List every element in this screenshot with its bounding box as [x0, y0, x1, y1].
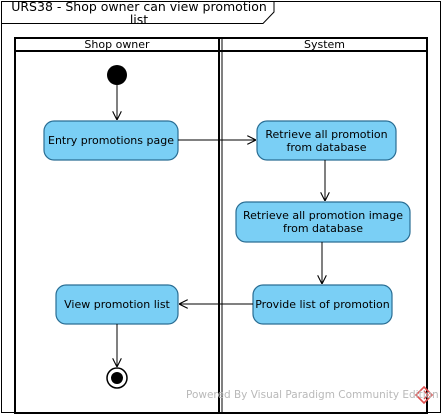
action-label-entry: Entry promotions page	[48, 134, 174, 147]
watermark-text: Powered By Visual Paradigm Community Edi…	[186, 389, 439, 401]
lane-header-shop-owner: Shop owner	[84, 38, 150, 51]
swimlane-partition	[14, 37, 428, 414]
action-label-retrieve-images: Retrieve all promotion image from databa…	[243, 209, 403, 235]
initial-node	[107, 65, 127, 85]
action-retrieve-promotion-images	[235, 201, 411, 243]
action-label-retrieve-all: Retrieve all promotion from database	[265, 127, 388, 154]
frame-title: URS38 - Shop owner can view promotion li…	[11, 0, 267, 27]
lane-header-system: System	[303, 38, 346, 51]
action-retrieve-all-promotion	[256, 120, 397, 161]
frame-title-tab	[1, 1, 275, 24]
final-node	[106, 367, 128, 389]
action-label-provide-list: Provide list of promotion	[255, 298, 390, 311]
action-label-view-list: View promotion list	[64, 298, 170, 311]
control-flows	[117, 85, 325, 367]
visual-paradigm-logo-icon	[414, 385, 434, 405]
